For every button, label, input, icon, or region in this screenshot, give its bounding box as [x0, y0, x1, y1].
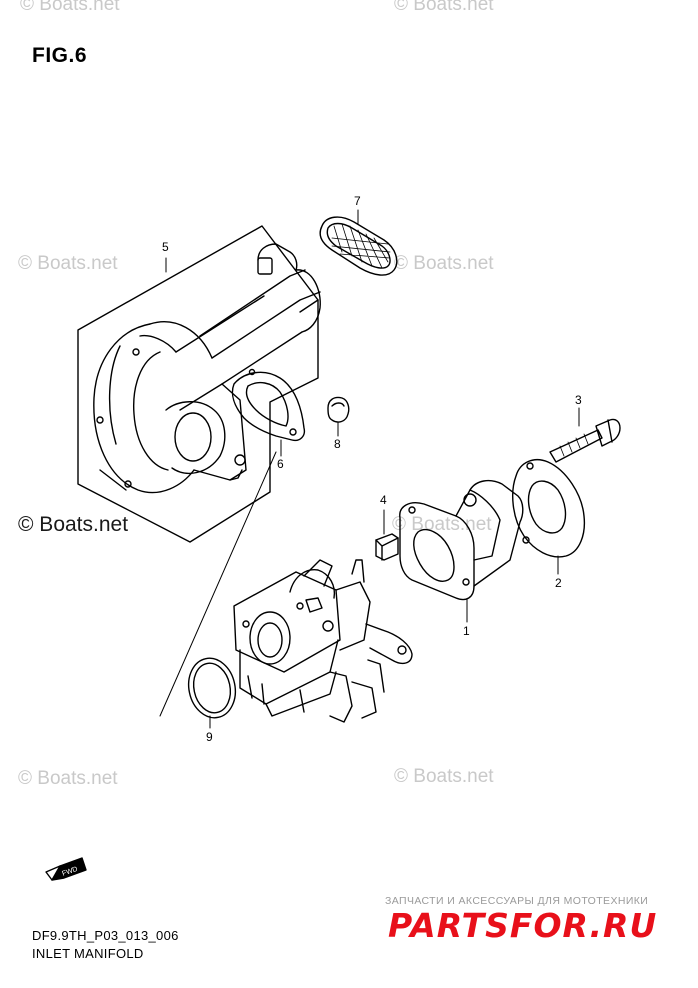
callout-2: 2 [555, 576, 562, 590]
partsfor-logo[interactable]: PARTSFOR.RU [388, 906, 658, 945]
silencer-case [93, 243, 321, 494]
watermark: © Boats.net [18, 513, 129, 536]
diagram-code: DF9.9TH_P03_013_006 [32, 928, 179, 943]
silencer-group-outline [77, 225, 319, 543]
watermark: © Boats.net [394, 766, 494, 787]
callout-7: 7 [354, 194, 361, 208]
silencer-gasket [231, 368, 306, 442]
flange-gasket [512, 458, 586, 558]
callout-3: 3 [575, 393, 582, 407]
callout-6: 6 [277, 457, 284, 471]
callout-5: 5 [162, 240, 169, 254]
watermark: © Boats.net [20, 0, 120, 15]
watermark: © Boats.net [18, 253, 118, 274]
clip [375, 533, 399, 561]
screen [319, 216, 398, 276]
diagram-caption: INLET MANIFOLD [32, 946, 144, 961]
leader-lines [159, 209, 580, 729]
fwd-arrow-icon: FWD [45, 857, 87, 881]
leader-line [299, 299, 319, 313]
carburetor [233, 559, 413, 723]
carburetor-flange [399, 479, 524, 601]
callout-9: 9 [206, 730, 213, 744]
callout-4: 4 [380, 493, 387, 507]
callout-1: 1 [463, 624, 470, 638]
bolt [549, 418, 621, 463]
partsfor-tagline: ЗАПЧАСТИ И АКСЕССУАРЫ ДЛЯ МОТОТЕХНИКИ [385, 895, 649, 907]
o-ring [187, 657, 237, 719]
watermark: © Boats.net [394, 0, 494, 15]
grommet [327, 396, 350, 423]
callout-8: 8 [334, 437, 341, 451]
watermark: © Boats.net [392, 514, 492, 535]
watermark: © Boats.net [18, 768, 118, 789]
watermark: © Boats.net [394, 253, 494, 274]
figure-title: FIG.6 [32, 44, 88, 67]
